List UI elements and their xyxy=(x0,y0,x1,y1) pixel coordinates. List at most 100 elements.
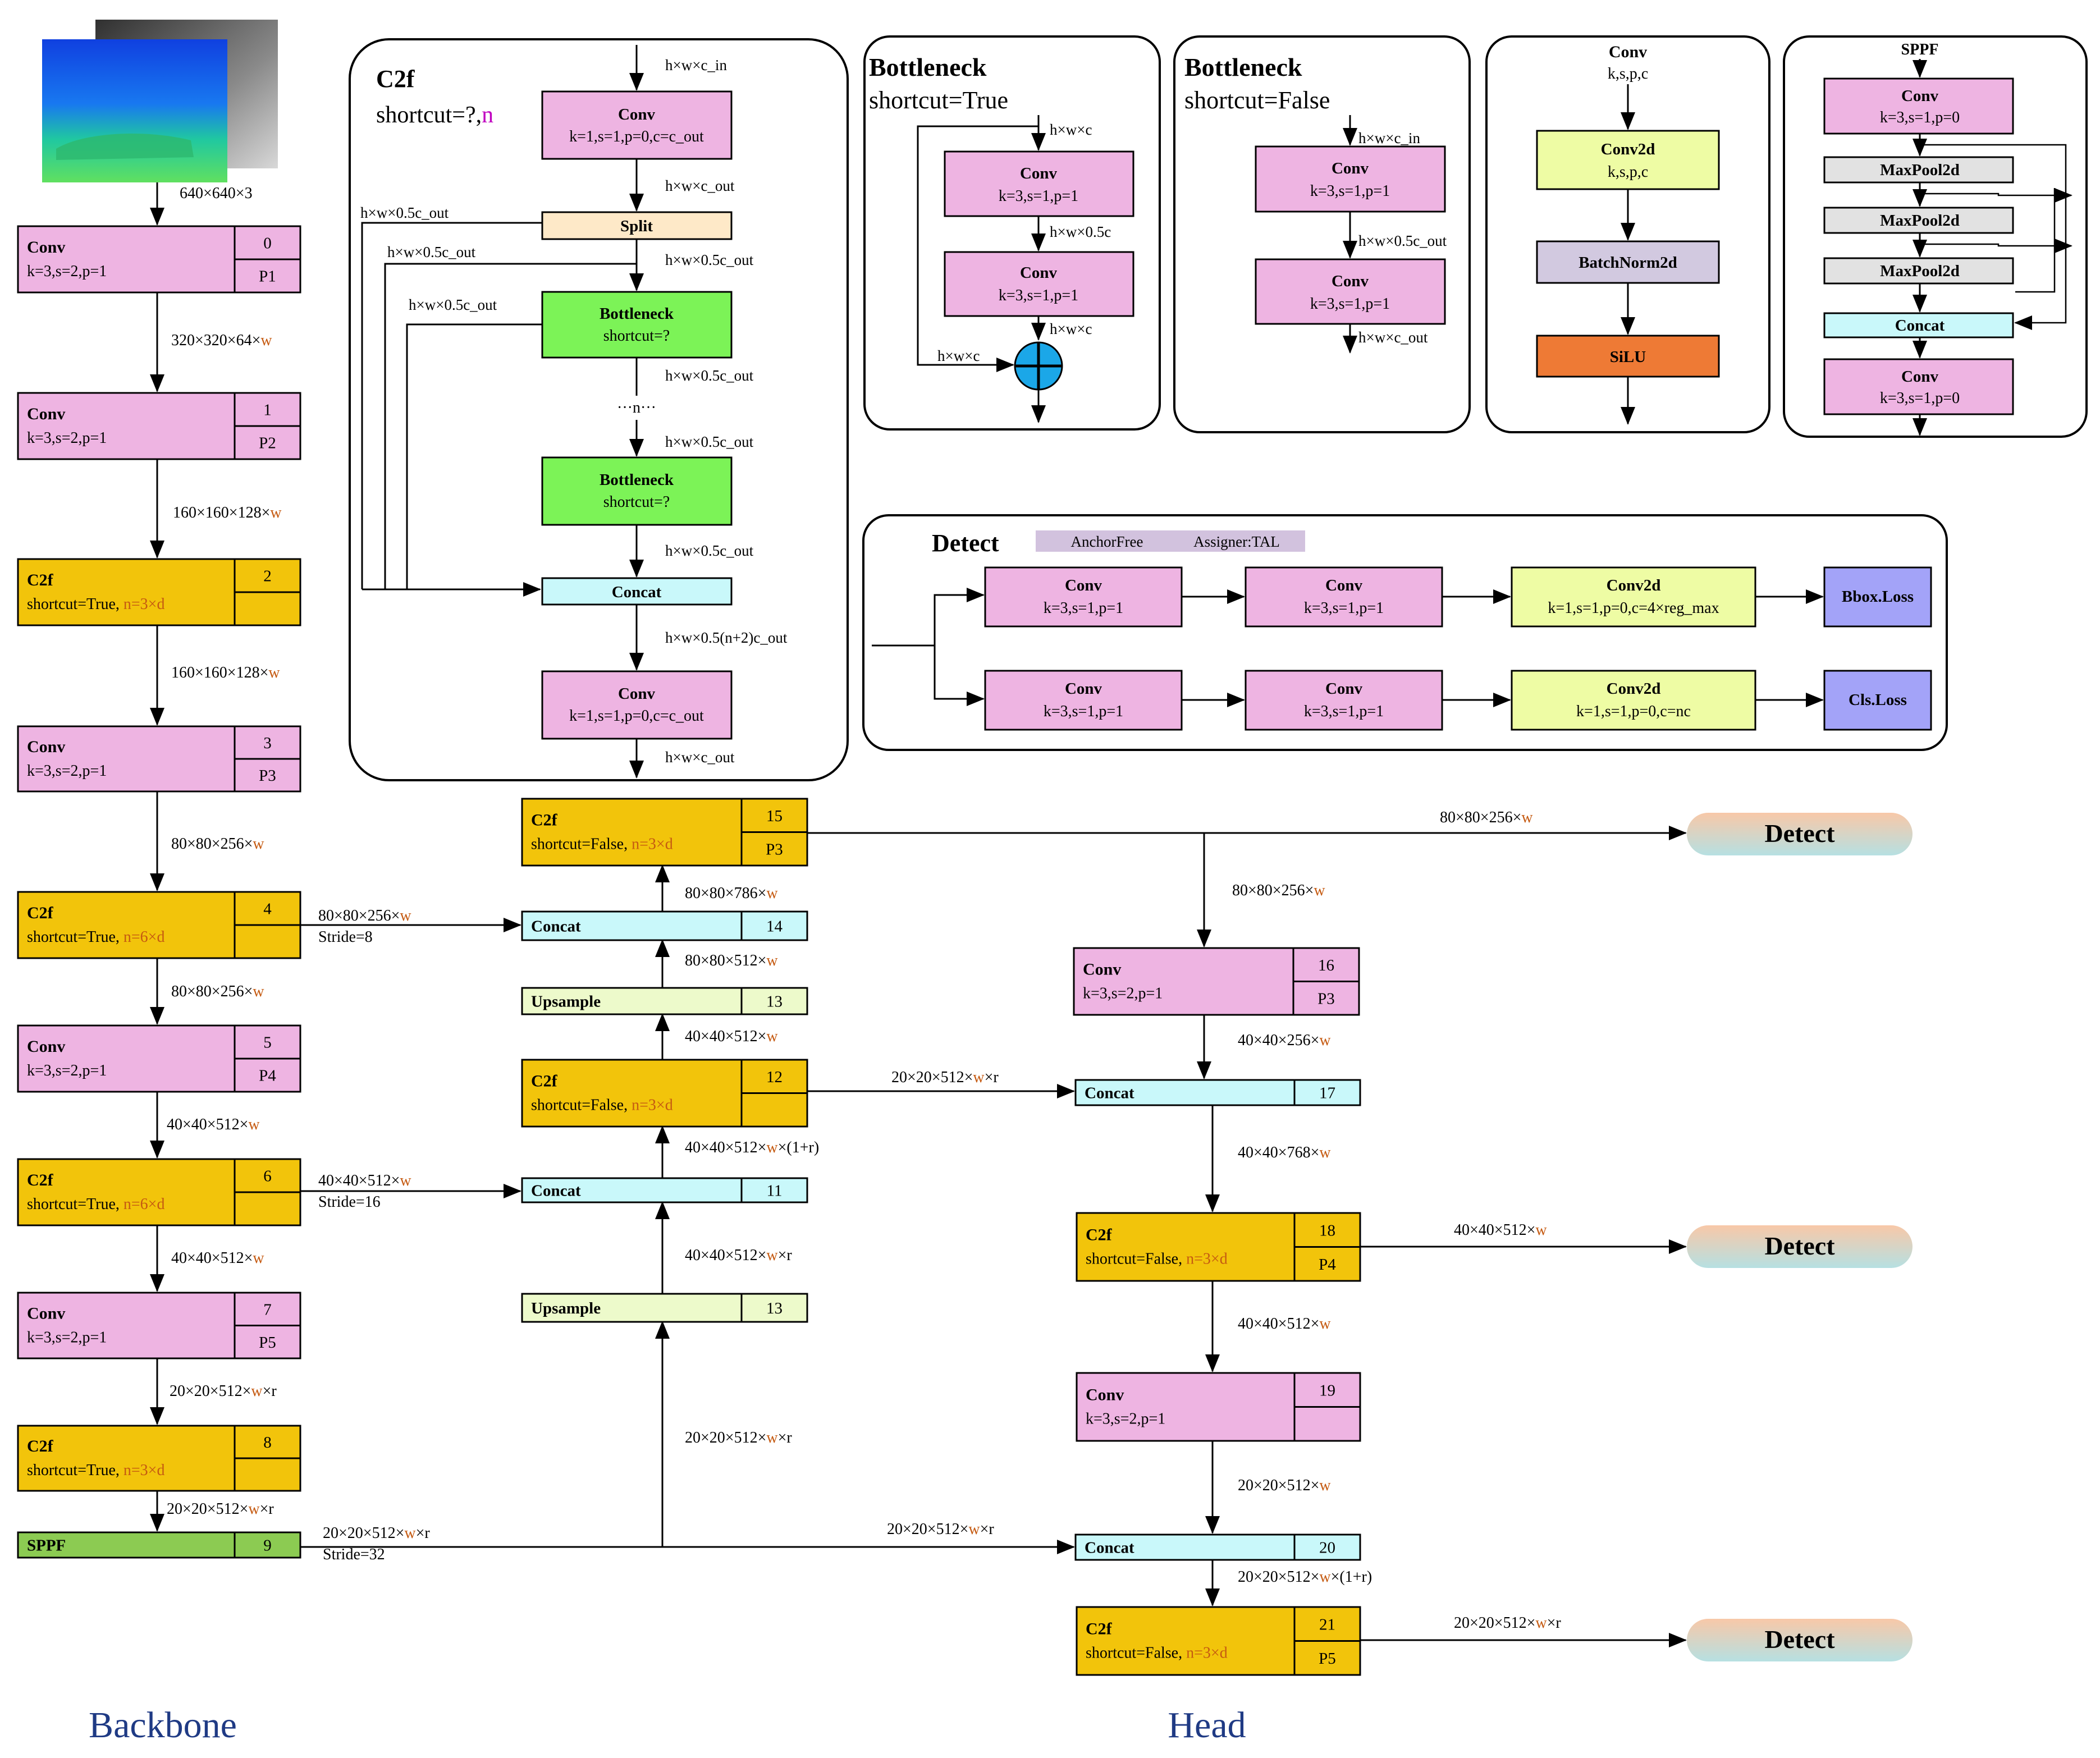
block-n15-name: C2f xyxy=(531,811,558,830)
block-b1-tag: P2 xyxy=(259,434,276,452)
bf-title: Bottleneck xyxy=(1184,53,1302,81)
bf-conv2-params: k=3,s=1,p=1 xyxy=(1310,295,1390,313)
block-n20-name: Concat xyxy=(1085,1539,1134,1557)
block-n13a-name: Upsample xyxy=(531,993,601,1011)
sppf-detail-panel: SPPF Conv k=3,s=1,p=0 MaxPool2d MaxPool2… xyxy=(1783,35,2088,438)
edge-label-e5: 40×40×512×w xyxy=(167,1116,260,1133)
block-n11-name: Concat xyxy=(531,1182,581,1200)
bt-subtitle: shortcut=True xyxy=(869,86,1008,114)
det-reg-conv2-params: k=3,s=1,p=1 xyxy=(1304,599,1384,617)
bf-conv1-box xyxy=(1255,145,1446,213)
edge-label-c11_out: 40×40×512×w×(1+r) xyxy=(685,1139,819,1156)
block-b0-params: k=3,s=2,p=1 xyxy=(27,263,107,280)
block-n16-name: Conv xyxy=(1083,960,1121,979)
block-n11-index: 11 xyxy=(767,1182,783,1200)
det-cls-conv2-box xyxy=(1245,670,1443,731)
sppf-conv-in-box xyxy=(1823,77,2014,135)
network-connections xyxy=(150,292,1687,1647)
conv-panel-title: Conv xyxy=(1609,43,1647,61)
c2f-out-label: h×w×c_out xyxy=(665,749,735,766)
edge-stride-s9: Stride=32 xyxy=(323,1546,385,1563)
edge-label-e7: 20×20×512×w×r xyxy=(170,1382,277,1400)
edge-label-c15_det: 80×80×256×w xyxy=(1440,809,1533,826)
c2f-concat-box xyxy=(541,577,733,606)
c2f-concat-label: Concat xyxy=(612,583,662,601)
edge-label-s4: 80×80×256×w xyxy=(318,907,411,924)
bt-conv2-params: k=3,s=1,p=1 xyxy=(999,287,1078,304)
detect-detail-panel: Detect AnchorFree Assigner:TAL Conv k=3,… xyxy=(862,514,1948,751)
block-b0-tag: P1 xyxy=(259,268,276,286)
sppf-conv-out-params: k=3,s=1,p=0 xyxy=(1880,390,1960,407)
block-b5-name: Conv xyxy=(27,1037,65,1056)
block-n15-tag: P3 xyxy=(766,840,783,858)
block-n16-tag: P3 xyxy=(1317,990,1335,1008)
c2f-conv-in-params: k=1,s=1,p=0,c=c_out xyxy=(569,128,704,145)
bt-conv1-box xyxy=(944,150,1134,217)
det-cls-conv2d-name: Conv2d xyxy=(1607,680,1661,698)
edge-label-c20_21: 20×20×512×w×(1+r) xyxy=(1238,1568,1372,1586)
c2f-in-label: h×w×c_in xyxy=(665,57,727,74)
block-b0-index: 0 xyxy=(263,235,272,253)
block-b1-index: 1 xyxy=(263,401,272,419)
det-reg-conv2-box xyxy=(1245,566,1443,628)
bt-conv2-box xyxy=(944,251,1134,317)
block-n15-params: shortcut=False, n=3×d xyxy=(531,836,673,853)
block-b6-name: C2f xyxy=(27,1171,54,1189)
block-n11: 11 Concat xyxy=(521,1177,808,1203)
sppf-conv-in-params: k=3,s=1,p=0 xyxy=(1880,109,1960,126)
edge-labels: 320×320×64×w160×160×128×w160×160×128×w80… xyxy=(167,332,1561,1632)
c2f-panel-subtitle: shortcut=?, xyxy=(376,102,482,128)
edge-label-c18_19: 40×40×512×w xyxy=(1238,1315,1331,1333)
det-cls-conv2-params: k=3,s=1,p=1 xyxy=(1304,703,1384,720)
c2f-bottleneck-n-name: Bottleneck xyxy=(600,471,674,489)
block-n21-name: C2f xyxy=(1086,1620,1113,1638)
c2f-bottleneck-1-name: Bottleneck xyxy=(600,305,674,323)
bt-skip-label: h×w×c xyxy=(937,347,980,364)
c2f-split-box xyxy=(541,211,733,240)
block-b1-params: k=3,s=2,p=1 xyxy=(27,429,107,447)
maxpool-1-label: MaxPool2d xyxy=(1880,161,1960,179)
block-n21-index: 21 xyxy=(1319,1615,1335,1633)
block-b3-params: k=3,s=2,p=1 xyxy=(27,762,107,780)
block-n16-index: 16 xyxy=(1318,956,1334,974)
block-n19-name: Conv xyxy=(1086,1386,1124,1404)
edge-label-e8: 20×20×512×w×r xyxy=(167,1500,274,1518)
bottleneck-true-panel: Bottleneck shortcut=True h×w×c Conv k=3,… xyxy=(863,35,1161,431)
block-b0-name: Conv xyxy=(27,238,65,257)
block-b7-tag: P5 xyxy=(259,1334,276,1352)
block-b4-params: shortcut=True, n=6×d xyxy=(27,928,164,946)
block-b8-params: shortcut=True, n=3×d xyxy=(27,1462,164,1479)
conv2d-box xyxy=(1536,130,1720,190)
edge-label-c21_det: 20×20×512×w×r xyxy=(1454,1614,1561,1632)
c2f-split-branch-label: h×w×0.5c_out xyxy=(360,204,449,221)
network-blocks: 0P1Convk=3,s=2,p=11P2Convk=3,s=2,p=12C2f… xyxy=(17,225,1361,1676)
svg-text:shortcut=?,n: shortcut=?,n xyxy=(376,102,493,128)
det-reg-conv2d-name: Conv2d xyxy=(1607,576,1661,594)
edge-stride-s6: Stride=16 xyxy=(318,1193,381,1211)
bottleneck-false-panel: Bottleneck shortcut=False h×w×c_in Conv … xyxy=(1173,35,1471,433)
bf-conv2-name: Conv xyxy=(1332,272,1369,290)
bf-out-label: h×w×c_out xyxy=(1358,329,1428,346)
sppf-conv-out-name: Conv xyxy=(1901,368,1939,386)
block-n18-name: C2f xyxy=(1086,1226,1113,1244)
bf-conv1-params: k=3,s=1,p=1 xyxy=(1310,182,1390,200)
block-b7-name: Conv xyxy=(27,1304,65,1323)
c2f-bneck1-branch-label: h×w×0.5c_out xyxy=(387,244,476,260)
block-b3-index: 3 xyxy=(263,734,272,752)
maxpool-1-box xyxy=(1823,156,2014,184)
block-b9-name: SPPF xyxy=(27,1537,66,1555)
det-cls-conv1-params: k=3,s=1,p=1 xyxy=(1044,703,1123,720)
c2f-cout-label: h×w×c_out xyxy=(665,177,735,194)
batchnorm-label: BatchNorm2d xyxy=(1579,254,1677,272)
c2f-panel-n: n xyxy=(482,102,493,128)
block-b8-name: C2f xyxy=(27,1437,54,1455)
block-n19-params: k=3,s=2,p=1 xyxy=(1086,1411,1165,1428)
block-b2-index: 2 xyxy=(263,567,272,585)
